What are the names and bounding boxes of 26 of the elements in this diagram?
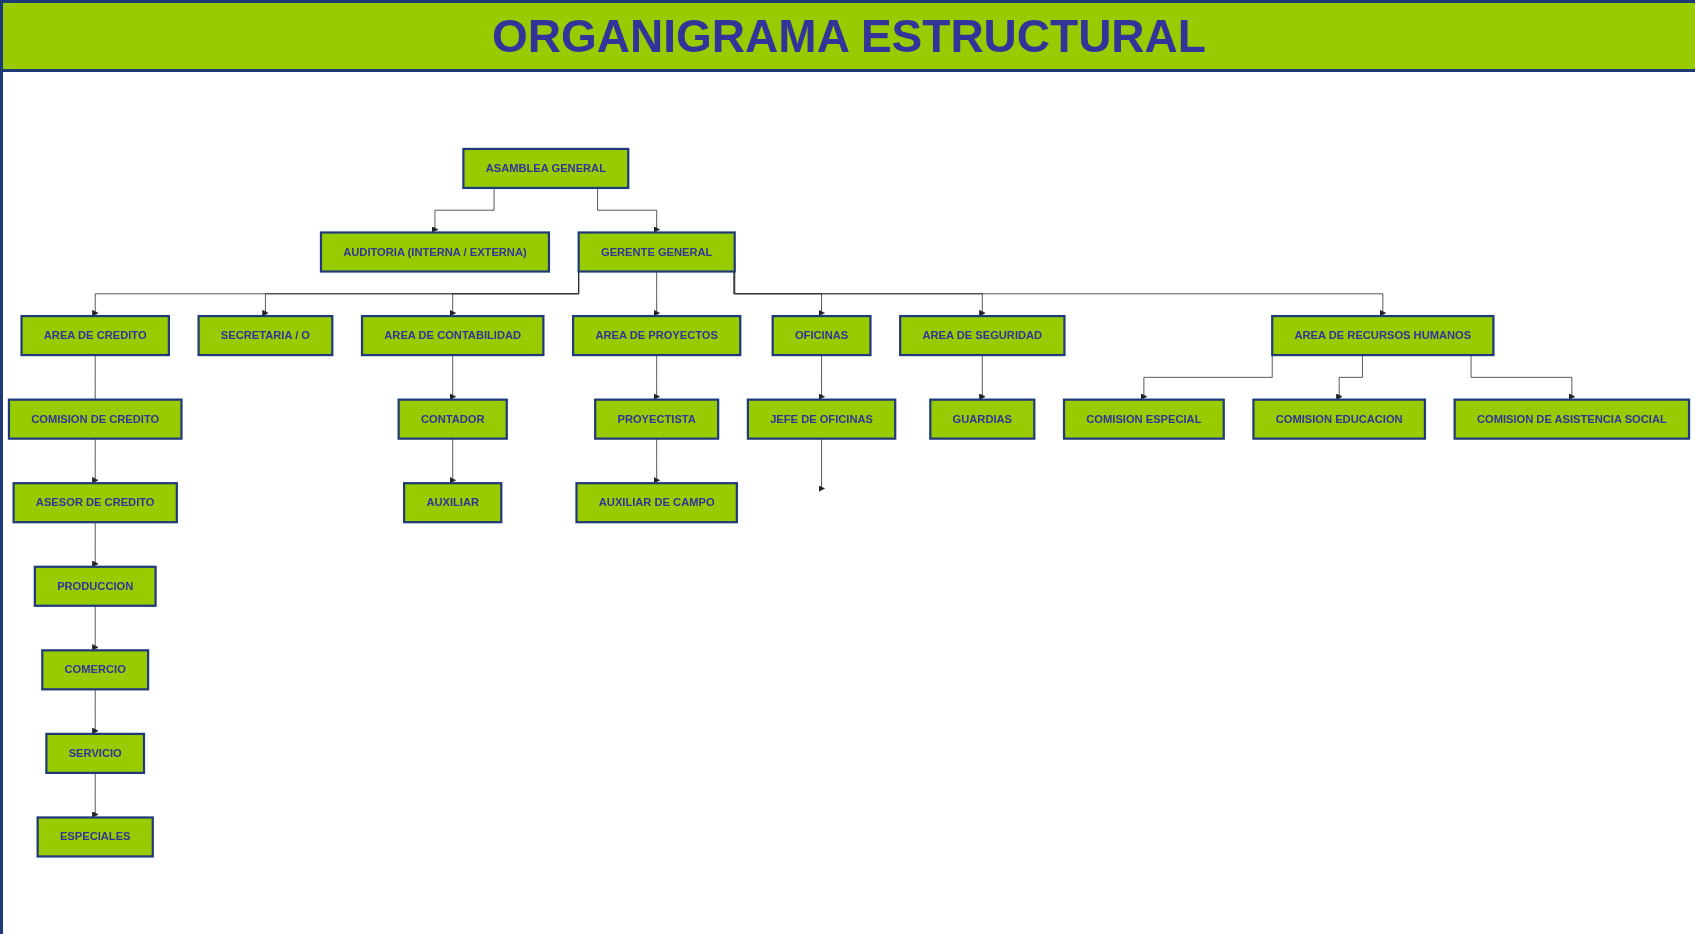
node-box: ESPECIALES: [36, 816, 154, 858]
node-box: AREA DE PROYECTOS: [572, 315, 742, 357]
node-box: AREA DE CREDITO: [20, 315, 170, 357]
node-box: AUXILIAR DE CAMPO: [575, 482, 738, 524]
title-banner: ORGANIGRAMA ESTRUCTURAL: [3, 0, 1695, 72]
node-box: COMISION DE CREDITO: [7, 398, 183, 441]
node-box: AREA DE RECURSOS HUMANOS: [1271, 315, 1495, 357]
node-box: PROYECTISTA: [594, 398, 720, 441]
node-box: GERENTE GENERAL: [577, 231, 736, 273]
node-box: PRODUCCION: [33, 565, 157, 608]
node-box: CONTADOR: [397, 398, 508, 441]
node-box: GUARDIAS: [929, 398, 1036, 441]
node-box: COMISION EDUCACION: [1252, 398, 1427, 441]
node-box: SECRETARIA / O: [197, 315, 334, 357]
node-box: OFICINAS: [771, 315, 872, 357]
node-box: ASESOR DE CREDITO: [12, 482, 178, 524]
node-box: AUXILIAR: [403, 482, 503, 524]
node-box: SERVICIO: [45, 733, 146, 775]
node-box: AREA DE CONTABILIDAD: [360, 315, 545, 357]
node-box: COMERCIO: [41, 649, 150, 691]
node-box: ASAMBLEA GENERAL: [462, 148, 630, 190]
node-box: COMISION ESPECIAL: [1062, 398, 1225, 441]
node-box: AUDITORIA (INTERNA / EXTERNA): [319, 231, 551, 273]
node-box: COMISION DE ASISTENCIA SOCIAL: [1453, 398, 1691, 441]
node-box: AREA DE SEGURIDAD: [899, 315, 1066, 357]
node-box: JEFE DE OFICINAS: [746, 398, 897, 441]
